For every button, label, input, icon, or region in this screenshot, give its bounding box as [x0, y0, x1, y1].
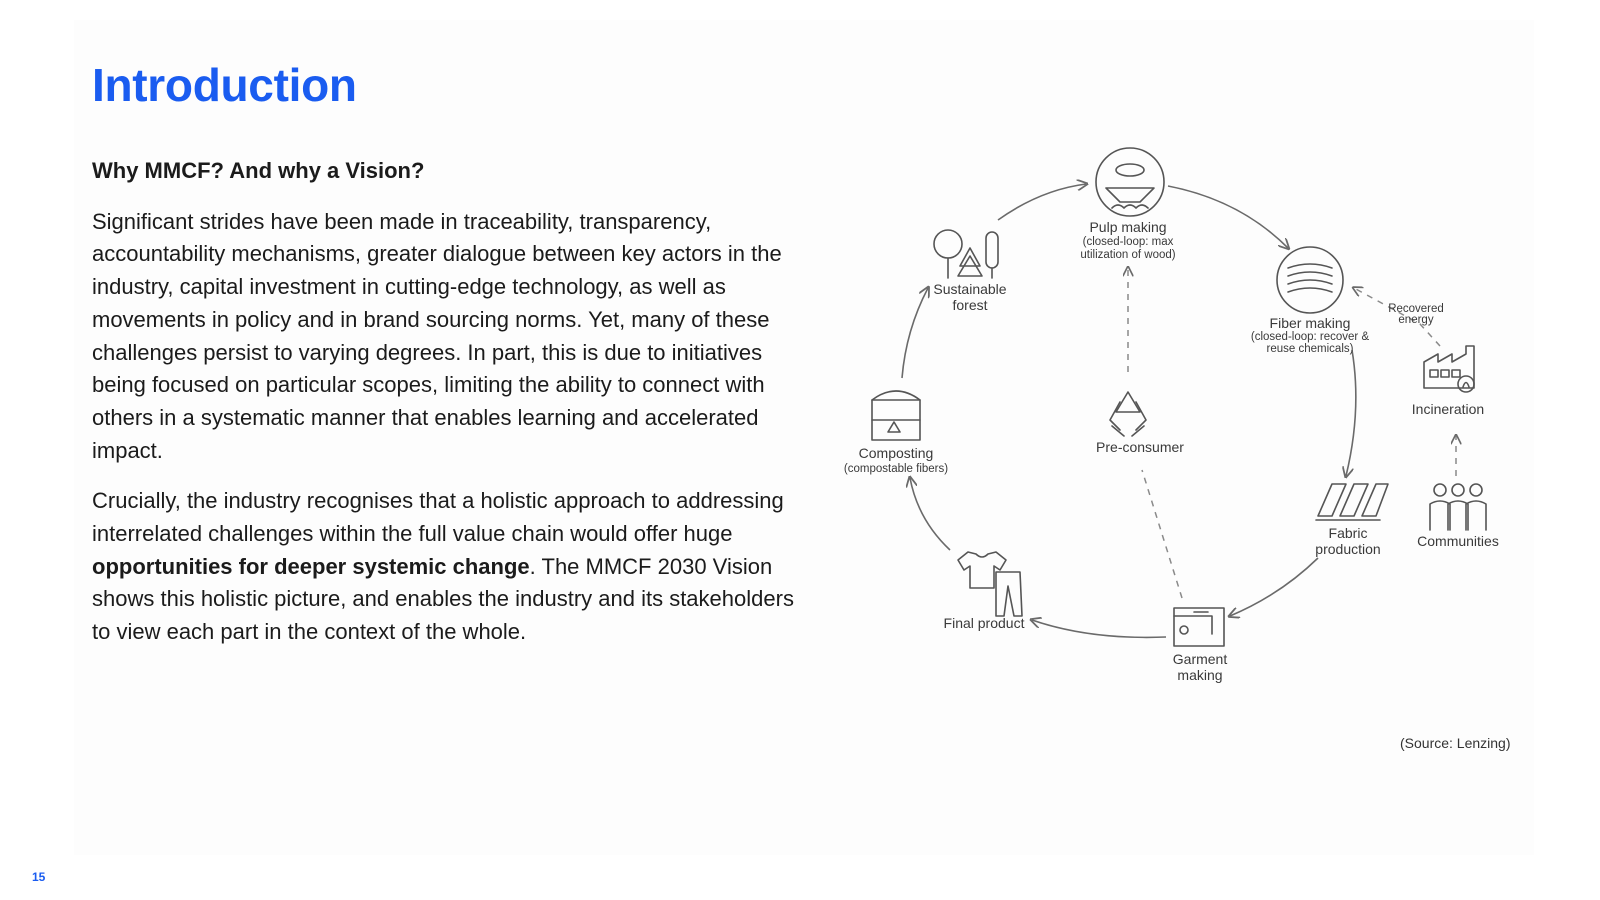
- paragraph-2-emphasis: opportunities for deeper systemic change: [92, 553, 530, 579]
- composting-label: Composting: [859, 445, 934, 461]
- forest-icon: [933, 229, 999, 279]
- communities-label: Communities: [1417, 533, 1499, 549]
- fiber-label: Fiber making: [1270, 315, 1351, 331]
- garment-label-line-2: making: [1177, 667, 1222, 683]
- arrow-final-to-composting: [910, 478, 951, 551]
- paragraph-2-end: . The MMCF 2030 Vision shows this holist…: [92, 553, 794, 645]
- forest-label-line-1: Sustainable: [933, 281, 1006, 297]
- arrow-garment-to-final: [1032, 620, 1167, 639]
- dash-garment-to-preconsumer: [1141, 469, 1183, 599]
- arrow-forest-to-pulp: [997, 184, 1086, 221]
- clothing-icon: [957, 551, 1023, 617]
- arrow-fabric-to-garment: [1230, 557, 1319, 616]
- paragraph-1: Significant strides have been made in tr…: [92, 208, 782, 463]
- recovered-energy-line-1: Recovered: [1388, 303, 1444, 315]
- compost-bin-icon: [871, 390, 921, 441]
- final-product-label: Final product: [944, 615, 1025, 631]
- value-chain-diagram: Pulp making (closed-loop: max utilizatio…: [844, 147, 1499, 683]
- communities-icon: [1429, 483, 1487, 531]
- pulp-sub-2: utilization of wood): [1080, 249, 1175, 261]
- fabric-label-line-2: production: [1315, 541, 1380, 557]
- intro-text-block: Why MMCF? And why a Vision? Significant …: [92, 155, 812, 667]
- pulp-sub-1: (closed-loop: max: [1083, 236, 1174, 248]
- pulp-making-icon: [1095, 147, 1165, 217]
- source-credit: (Source: Lenzing): [1400, 735, 1511, 751]
- fabric-rolls-icon: [1315, 483, 1389, 521]
- incineration-label: Incineration: [1412, 401, 1484, 417]
- fiber-sub-2: reuse chemicals): [1267, 343, 1354, 355]
- recycle-icon: [1109, 391, 1147, 437]
- fabric-label-line-1: Fabric: [1329, 525, 1368, 541]
- arrow-fiber-to-fabric: [1346, 349, 1357, 476]
- recovered-energy-line-2: energy: [1398, 314, 1433, 326]
- arrow-composting-to-forest: [901, 288, 928, 379]
- composting-sub: (compostable fibers): [844, 463, 948, 475]
- section-subheading: Why MMCF? And why a Vision?: [92, 158, 425, 183]
- paragraph-2-start: Crucially, the industry recognises that …: [92, 488, 784, 547]
- forest-label-line-2: forest: [952, 297, 987, 313]
- pre-consumer-label: Pre-consumer: [1096, 439, 1184, 455]
- factory-icon: [1423, 345, 1475, 393]
- paragraph-2: Crucially, the industry recognises that …: [92, 485, 812, 649]
- fiber-sub-1: (closed-loop: recover &: [1251, 331, 1370, 343]
- page-background: [74, 20, 1534, 855]
- garment-label-line-1: Garment: [1173, 651, 1228, 667]
- page-title: Introduction: [92, 59, 357, 111]
- sewing-machine-icon: [1173, 607, 1225, 647]
- page-number: 15: [32, 870, 46, 884]
- dash-incineration-to-fiber: [1354, 288, 1441, 347]
- fiber-making-icon: [1276, 246, 1344, 314]
- pulp-label: Pulp making: [1089, 219, 1166, 235]
- arrow-pulp-to-fiber: [1167, 185, 1288, 248]
